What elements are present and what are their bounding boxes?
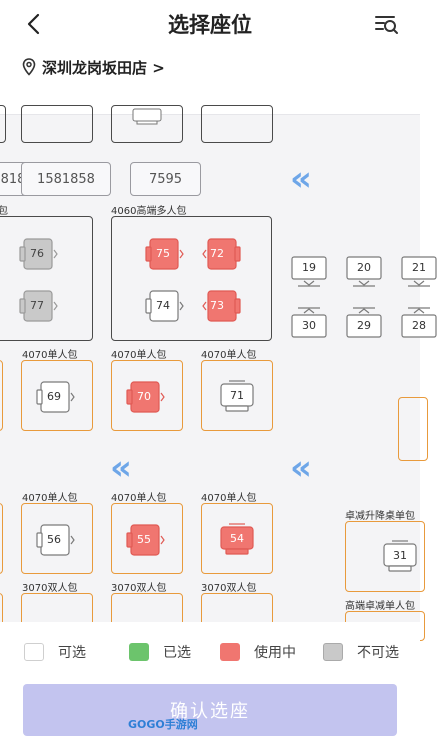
room-frame xyxy=(0,360,3,431)
seat-77: 77 xyxy=(19,287,60,325)
room-frame xyxy=(201,105,273,143)
room-label: 3070双人包 xyxy=(22,583,78,594)
seat-number: 28 xyxy=(412,319,426,332)
legend-label: 使用中 xyxy=(254,645,296,661)
seat-number: 29 xyxy=(357,319,371,332)
seat-number: 20 xyxy=(357,261,371,274)
room-frame-4060 xyxy=(111,216,272,341)
room-frame-55 xyxy=(111,503,183,574)
seat-number: 75 xyxy=(156,247,170,260)
seat-69[interactable]: 69 xyxy=(36,378,77,416)
legend-label: 可选 xyxy=(58,645,86,661)
seat-73: 73 xyxy=(200,287,241,325)
room-label: 4070单人包 xyxy=(111,350,167,361)
in-use-swatch xyxy=(220,643,240,661)
seat-number: 19 xyxy=(302,261,316,274)
seat-number: 73 xyxy=(210,299,224,312)
room-label: 4070单人包 xyxy=(201,493,257,504)
unavailable-swatch xyxy=(323,643,343,661)
room-frame xyxy=(0,216,93,341)
seat-72: 72 xyxy=(200,235,241,273)
room-frame-56 xyxy=(21,503,93,574)
room-label: 4070单人包 xyxy=(22,350,78,361)
legend-selected: 已选 xyxy=(129,642,191,662)
room-label: 4060高端多人包 xyxy=(111,206,187,217)
room-label: 卓减升降桌单包 xyxy=(345,511,415,522)
seat-19[interactable]: 19 xyxy=(290,253,328,289)
confirm-seat-button[interactable]: 确认选座 xyxy=(23,684,397,736)
seat-21[interactable]: 21 xyxy=(400,253,438,289)
seat-number: 74 xyxy=(156,299,170,312)
chevron-left-icon: « xyxy=(290,448,312,488)
page-title: 选择座位 xyxy=(168,13,252,37)
chevron-left-icon: « xyxy=(110,448,132,488)
room-label: 4070单人包 xyxy=(22,493,78,504)
header: 选择座位 xyxy=(0,0,420,48)
room-label: 3070双人包 xyxy=(201,583,257,594)
store-selector[interactable]: 深圳龙岗坂田店 > xyxy=(22,54,165,80)
legend-unavailable: 不可选 xyxy=(323,642,399,662)
seat-76: 76 xyxy=(19,235,60,273)
seat-29[interactable]: 29 xyxy=(345,305,383,341)
room-frame xyxy=(0,105,6,143)
room-frame xyxy=(398,397,428,461)
room-frame xyxy=(111,105,183,143)
room-label: 4070单人包 xyxy=(201,350,257,361)
legend-in-use: 使用中 xyxy=(220,642,296,662)
room-frame xyxy=(0,503,3,574)
seat-number: 21 xyxy=(412,261,426,274)
room-frame-70 xyxy=(111,360,183,431)
store-name: 深圳龙岗坂田店 > xyxy=(42,58,165,77)
seat-partial xyxy=(127,107,165,143)
seat-number: 71 xyxy=(230,389,244,402)
location-pin-icon xyxy=(22,58,36,76)
chevron-left-icon: « xyxy=(290,159,312,199)
room-label: 高端卓减单人包 xyxy=(345,601,415,612)
room-frame-71 xyxy=(201,360,273,431)
seat-20[interactable]: 20 xyxy=(345,253,383,289)
seat-number: 70 xyxy=(137,390,151,403)
seat-30[interactable]: 30 xyxy=(290,305,328,341)
seat-70: 70 xyxy=(126,378,167,416)
watermark: GOGO手游网 xyxy=(128,718,198,731)
seat-75: 75 xyxy=(145,235,186,273)
seat-map[interactable]: 1581858 1581858 7595 « 包 4060高端多人包 « « 4… xyxy=(0,105,437,643)
seat-71[interactable]: 71 xyxy=(217,378,257,416)
back-icon[interactable] xyxy=(18,9,48,39)
room-label: 4070单人包 xyxy=(111,493,167,504)
seat-56[interactable]: 56 xyxy=(36,521,77,559)
seat-number: 72 xyxy=(210,247,224,260)
seat-31[interactable]: 31 xyxy=(380,538,420,576)
legend-available: 可选 xyxy=(24,642,86,662)
seat-number: 76 xyxy=(30,247,44,260)
available-swatch xyxy=(24,643,44,661)
selected-swatch xyxy=(129,643,149,661)
seat-number: 77 xyxy=(30,299,44,312)
seat-54: 54 xyxy=(217,521,257,559)
room-frame-54 xyxy=(201,503,273,574)
seat-tag: 7595 xyxy=(130,162,201,196)
seat-number: 56 xyxy=(47,533,61,546)
seat-number: 31 xyxy=(393,549,407,562)
seat-number: 30 xyxy=(302,319,316,332)
room-label: 3070双人包 xyxy=(111,583,167,594)
legend: 可选 已选 使用中 不可选 xyxy=(0,622,420,680)
seat-tag: 1581858 xyxy=(21,162,111,196)
legend-label: 已选 xyxy=(163,645,191,661)
list-search-icon[interactable] xyxy=(372,9,402,39)
seat-number: 54 xyxy=(230,532,244,545)
room-frame-69 xyxy=(21,360,93,431)
room-label: 包 xyxy=(0,206,8,217)
seat-74[interactable]: 74 xyxy=(145,287,186,325)
seat-number: 69 xyxy=(47,390,61,403)
room-frame-31 xyxy=(345,521,425,592)
seat-28[interactable]: 28 xyxy=(400,305,438,341)
seat-55: 55 xyxy=(126,521,167,559)
room-frame xyxy=(21,105,93,143)
legend-label: 不可选 xyxy=(357,645,399,661)
seat-number: 55 xyxy=(137,533,151,546)
